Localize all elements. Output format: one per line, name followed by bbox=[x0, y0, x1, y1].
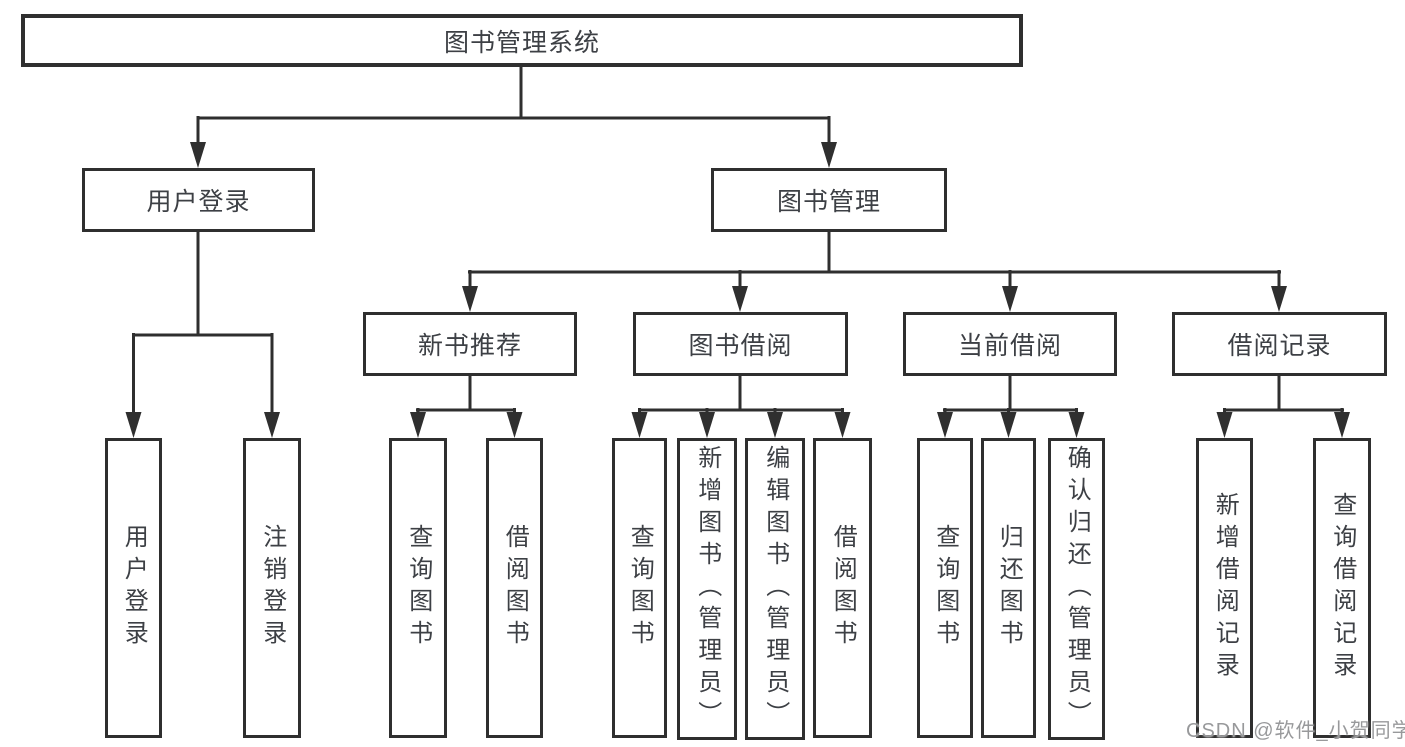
node-user-login: 用户登录 bbox=[82, 168, 315, 232]
leaf-query-books-borrowing: 查询图书 bbox=[612, 438, 667, 738]
leaf-borrow-books-recommend: 借阅图书 bbox=[486, 438, 543, 738]
leaf-logout: 注销登录 bbox=[243, 438, 301, 738]
leaf-return-books: 归还图书 bbox=[981, 438, 1036, 738]
node-book-borrowing: 图书借阅 bbox=[633, 312, 848, 376]
leaf-edit-books-admin: 编辑图书（管理员） bbox=[745, 438, 805, 740]
leaf-query-borrow-record: 查询借阅记录 bbox=[1313, 438, 1371, 738]
leaf-add-borrow-record: 新增借阅记录 bbox=[1196, 438, 1253, 738]
leaf-query-books-current: 查询图书 bbox=[917, 438, 973, 738]
csdn-watermark: CSDN @软件_小贺同学 bbox=[1186, 720, 1405, 742]
leaf-add-books-admin: 新增图书（管理员） bbox=[677, 438, 737, 740]
node-borrowing-records: 借阅记录 bbox=[1172, 312, 1387, 376]
node-new-book-recommend: 新书推荐 bbox=[363, 312, 577, 376]
leaf-borrow-books: 借阅图书 bbox=[813, 438, 872, 738]
leaf-confirm-return-admin: 确认归还（管理员） bbox=[1048, 438, 1105, 740]
node-root-library-system: 图书管理系统 bbox=[21, 14, 1023, 67]
leaf-query-books-recommend: 查询图书 bbox=[389, 438, 447, 738]
node-book-management: 图书管理 bbox=[711, 168, 947, 232]
node-current-borrowing: 当前借阅 bbox=[903, 312, 1117, 376]
leaf-user-login: 用户登录 bbox=[105, 438, 162, 738]
